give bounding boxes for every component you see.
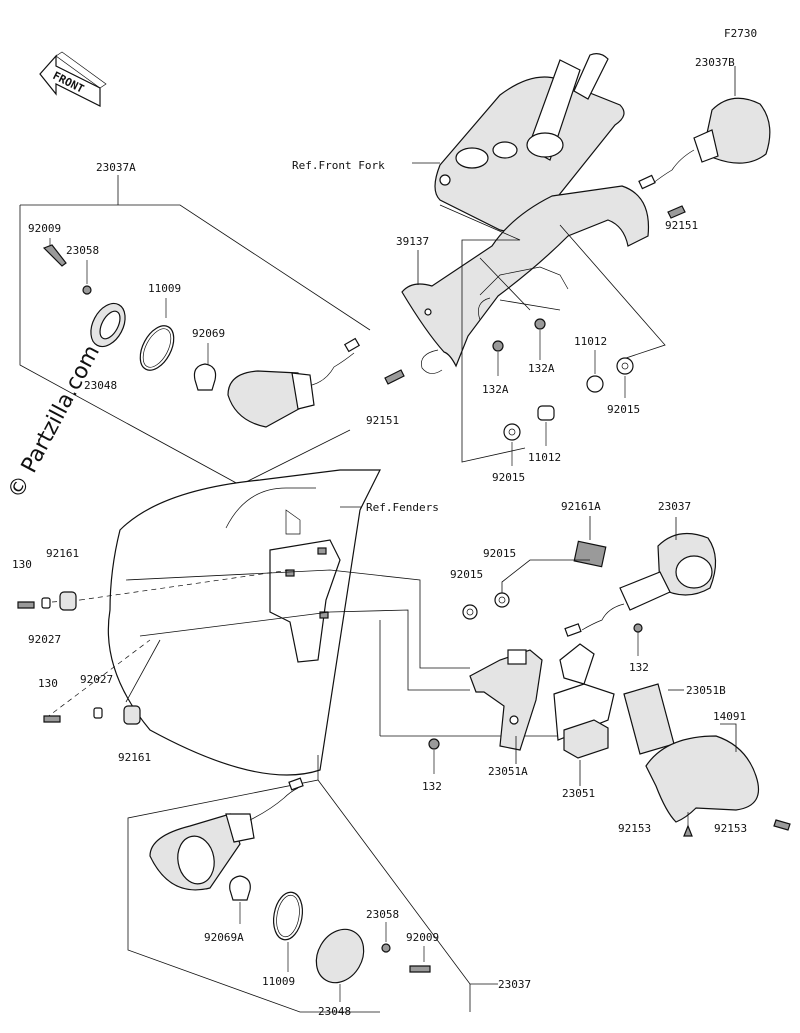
grommet-92161-top — [59, 591, 77, 611]
screw-92009-bot — [409, 946, 431, 973]
assembly-dashed-lines — [45, 569, 560, 737]
label-132-left: 132 — [422, 780, 442, 793]
figure-code: F2730 — [724, 27, 757, 40]
screw-92151-left — [384, 369, 405, 385]
label-92161-bot: 92161 — [118, 751, 151, 764]
nut-132A-right — [534, 318, 546, 360]
front-fork-bracket — [434, 53, 625, 233]
label-132A-right: 132A — [528, 362, 555, 375]
gasket-11009-bot — [272, 891, 304, 972]
lens-cover-23048-bot — [315, 928, 365, 1002]
group-23037A-frame — [19, 175, 371, 486]
group-23037-frame — [127, 755, 498, 1013]
watermark: © Partzilla.com — [3, 341, 105, 503]
label-92015-right: 92015 — [607, 403, 640, 416]
bushing-92015-mid — [503, 423, 521, 466]
turn-signal-23037-lower — [149, 777, 304, 891]
label-11009-bot: 11009 — [262, 975, 295, 988]
label-11009-top: 11009 — [148, 282, 181, 295]
label-23058-top: 23058 — [66, 244, 99, 257]
label-92027-bot: 92027 — [80, 673, 113, 686]
bulb-92069 — [193, 343, 217, 391]
nut-23058-top — [82, 260, 92, 295]
label-92009-top: 92009 — [28, 222, 61, 235]
label-92151-right: 92151 — [665, 219, 698, 232]
bolt-130-bot — [43, 715, 61, 723]
label-130-top: 130 — [12, 558, 32, 571]
label-23051B: 23051B — [686, 684, 726, 697]
label-23051: 23051 — [562, 787, 595, 800]
bolt-132-left — [428, 738, 440, 774]
label-23058-bot: 23058 — [366, 908, 399, 921]
label-92015-a: 92015 — [450, 568, 483, 581]
bushing-92015-a — [462, 604, 478, 620]
ref-front-fork: Ref.Front Fork — [292, 159, 385, 172]
cover-14091 — [645, 735, 760, 823]
label-130-bot: 130 — [38, 677, 58, 690]
label-23037-bot: 23037 — [498, 978, 531, 991]
label-11012-top: 11012 — [574, 335, 607, 348]
collar-11012-mid — [537, 405, 555, 446]
label-23048-top: 23048 — [84, 379, 117, 392]
label-92009-bot: 92009 — [406, 931, 439, 944]
lens-cover-23048-top — [90, 302, 126, 348]
bolt-132-right — [633, 623, 643, 656]
turn-signal-23037 — [564, 532, 717, 637]
label-39137: 39137 — [396, 235, 429, 248]
label-23037A: 23037A — [96, 161, 136, 174]
bushing-92015-right — [616, 357, 634, 398]
label-92015-b: 92015 — [483, 547, 516, 560]
label-132-right: 132 — [629, 661, 649, 674]
label-23048-bot: 23048 — [318, 1005, 351, 1018]
nut-23058-bot — [381, 922, 391, 953]
label-92027-top: 92027 — [28, 633, 61, 646]
headlight-stay-39137 — [401, 185, 650, 374]
turn-signal-23037A — [227, 337, 361, 428]
nut-132A-left — [492, 340, 504, 376]
ref-fenders: Ref.Fenders — [366, 501, 439, 514]
screw-92009-top — [42, 238, 67, 267]
label-14091: 14091 — [713, 710, 746, 723]
bracket-23051A — [469, 649, 543, 751]
washer-92027-top — [41, 597, 51, 609]
label-11012-mid: 11012 — [528, 451, 561, 464]
grommet-92161-bot — [123, 705, 141, 725]
washer-92027-bot — [93, 707, 103, 719]
label-92069: 92069 — [192, 327, 225, 340]
label-92153-left: 92153 — [618, 822, 651, 835]
label-132A-left: 132A — [482, 383, 509, 396]
screw-92153-right — [773, 819, 791, 831]
label-23037B: 23037B — [695, 56, 735, 69]
label-92015-mid: 92015 — [492, 471, 525, 484]
front-arrow-icon: FRONT — [39, 51, 107, 107]
bushing-92015-b — [494, 592, 510, 608]
plate-23051B — [623, 683, 675, 755]
gasket-11009-top — [139, 298, 175, 371]
bulb-92069A — [229, 875, 251, 924]
turn-signal-23037B — [638, 97, 771, 190]
label-23051A: 23051A — [488, 765, 528, 778]
bolt-130-top — [17, 601, 35, 609]
screw-92151-right — [667, 205, 686, 219]
bracket-23051 — [553, 643, 615, 759]
label-92151-left: 92151 — [366, 414, 399, 427]
collar-11012-top — [586, 350, 604, 393]
label-92161-top: 92161 — [46, 547, 79, 560]
screw-92153-left — [683, 812, 693, 837]
pad-92161A — [573, 540, 607, 568]
label-92161A: 92161A — [561, 500, 601, 513]
label-23037: 23037 — [658, 500, 691, 513]
label-92153-right: 92153 — [714, 822, 747, 835]
group-39137-frame — [439, 204, 666, 463]
label-92069A: 92069A — [204, 931, 244, 944]
